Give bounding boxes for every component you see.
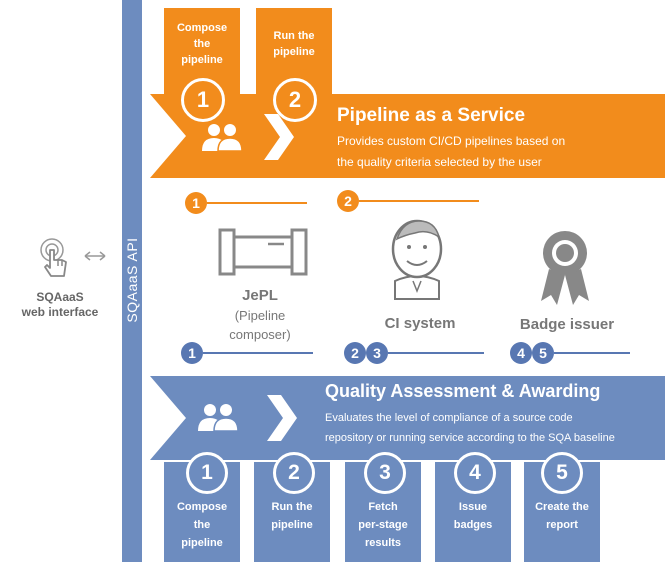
- jepl-sub-2: composer): [229, 327, 291, 342]
- marker-orange-1: 1: [185, 192, 207, 214]
- marker-orange-2: 2: [337, 190, 359, 212]
- jepl-sub-1: (Pipeline: [234, 308, 286, 323]
- qaa-tab-4-line2: badges: [453, 519, 493, 531]
- qaa-tab-3-line2: per-stage: [358, 519, 408, 531]
- qaa-desc-1: Evaluates the level of compliance of a s…: [325, 412, 573, 424]
- paas-desc-2: the quality criteria selected by the use…: [337, 155, 542, 169]
- chevron-right-icon: [262, 114, 296, 160]
- qaa-step-1: 1: [186, 452, 228, 494]
- web-interface-label: SQAaaS web interface: [8, 290, 112, 320]
- marker-blue-1-line: [203, 352, 313, 354]
- paas-title: Pipeline as a Service: [337, 105, 526, 126]
- qaa-tab-4-line1: Issue: [458, 501, 488, 513]
- ci-system-name: CI system: [384, 315, 456, 332]
- qaa-title: Quality Assessment & Awarding: [325, 381, 601, 401]
- marker-blue-3-line: [388, 352, 484, 354]
- qaa-tab-5-line2: report: [546, 519, 578, 531]
- qaa-step-4: 4: [454, 452, 496, 494]
- qaa-tab-2-line1: Run the: [271, 501, 313, 513]
- web-interface-line1: SQAaaS: [36, 290, 84, 304]
- qaa-tab-1-line2: the: [193, 519, 211, 531]
- qaa-step-5: 5: [541, 452, 583, 494]
- jepl-name: JePL: [242, 287, 278, 304]
- web-interface-line2: web interface: [21, 305, 99, 319]
- marker-blue-1: 1: [181, 342, 203, 364]
- marker-orange-2-line: [359, 200, 479, 202]
- users-icon-blue: [196, 401, 240, 433]
- qaa-tab-1-line3: pipeline: [181, 537, 223, 549]
- paas-tab-2-line1: Run the: [273, 30, 315, 42]
- marker-blue-4: 4: [510, 342, 532, 364]
- hand-pointer-icon: [38, 236, 78, 280]
- marker-orange-1-line: [207, 202, 307, 204]
- paas-tab-1-line1: Compose: [176, 22, 228, 34]
- qaa-tab-5-line1: Create the: [535, 501, 589, 513]
- qaa-step-3: 3: [364, 452, 406, 494]
- paas-tab-1-line2: the: [193, 38, 211, 50]
- chevron-right-icon-blue: [265, 395, 299, 441]
- marker-blue-3: 3: [366, 342, 388, 364]
- qaa-tab-2-line2: pipeline: [271, 519, 313, 531]
- api-bar: [122, 0, 142, 562]
- paas-tab-2-line2: pipeline: [273, 46, 315, 58]
- qaa-tab-3-line1: Fetch: [368, 501, 398, 513]
- qaa-desc-2: repository or running service according …: [325, 432, 615, 444]
- marker-blue-2: 2: [344, 342, 366, 364]
- users-icon: [200, 121, 244, 153]
- qaa-tab-3-line3: results: [364, 537, 402, 549]
- jenkins-icon: [385, 215, 449, 301]
- qaa-step-2: 2: [273, 452, 315, 494]
- badge-issuer-name: Badge issuer: [519, 316, 615, 333]
- paas-desc-1: Provides custom CI/CD pipelines based on: [337, 134, 566, 148]
- paas-step-1: 1: [181, 78, 225, 122]
- pipe-icon: [218, 228, 308, 276]
- api-label: SQAaaS API: [124, 237, 140, 323]
- badge-icon: [539, 229, 591, 305]
- paas-tab-run: Run the pipeline: [256, 8, 332, 94]
- paas-step-2: 2: [273, 78, 317, 122]
- marker-blue-5-line: [554, 352, 630, 354]
- qaa-tab-1-line1: Compose: [176, 501, 228, 513]
- marker-blue-5: 5: [532, 342, 554, 364]
- double-arrow-icon: [82, 249, 108, 261]
- paas-tab-1-line3: pipeline: [181, 54, 223, 66]
